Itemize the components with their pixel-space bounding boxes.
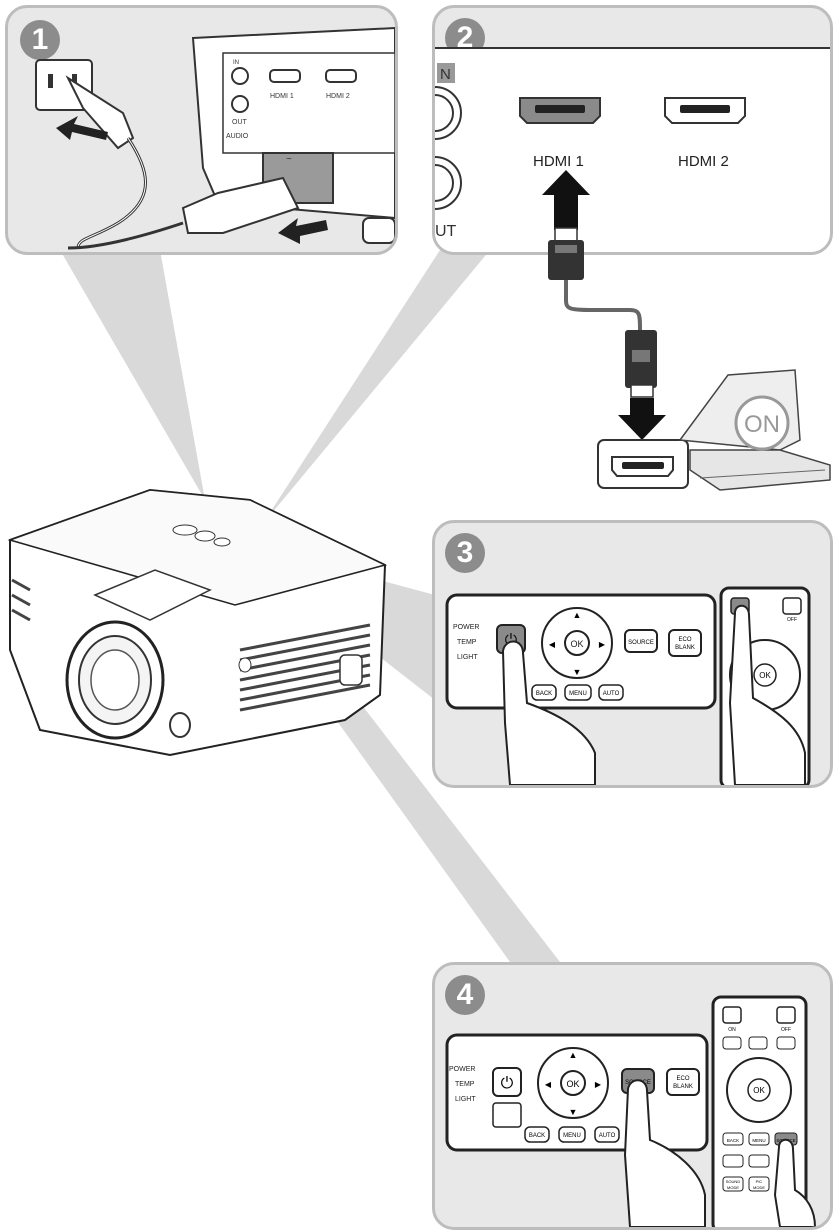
step4-panel: 4 POWER TEMP LIGHT ⏻ OK ▲ ▼ ◀ ▶ SOURCE E… (432, 962, 833, 1230)
hdmi1-port-label: HDMI 1 (533, 153, 584, 170)
source-select-illustration: POWER TEMP LIGHT ⏻ OK ▲ ▼ ◀ ▶ SOURCE ECO… (445, 995, 817, 1227)
menu-label: MENU (569, 691, 587, 697)
power-on-illustration: POWER TEMP LIGHT ⏻ OK ▲ ▼ ◀ ▶ SOURCE ECO… (445, 586, 811, 785)
back-label: BACK (529, 1133, 545, 1139)
power-indicator-label: POWER (449, 1066, 475, 1073)
right-arrow-icon: ▶ (599, 640, 606, 649)
remote-ok-button[interactable] (747, 1078, 771, 1102)
blank-label: BLANK (673, 1084, 693, 1090)
right-arrow-icon: ▶ (595, 1080, 602, 1089)
remote-pic-mode-button[interactable] (748, 1176, 770, 1192)
remote-on-label: ON (728, 1027, 736, 1033)
step3-panel: 3 POWER TEMP LIGHT ⏻ OK ▲ ▼ ◀ ▶ SOURCE E… (432, 520, 833, 788)
remote-volume-button[interactable] (748, 1154, 770, 1168)
back-button[interactable] (531, 684, 557, 701)
power-button[interactable] (492, 1067, 522, 1097)
light-indicator-label: LIGHT (457, 654, 478, 661)
power-cord-connector (181, 176, 300, 234)
left-arrow-icon: ◀ (549, 640, 556, 649)
remote-off-button[interactable] (776, 1006, 796, 1024)
eco-label: ECO (678, 637, 691, 643)
remote-sound-label-1: SOUND (726, 1179, 741, 1184)
finger-pressing-remote (728, 604, 806, 785)
audio-label: AUDIO (226, 133, 249, 140)
remote-on-button[interactable] (722, 1006, 742, 1024)
remote-sound-label-2: MODE (727, 1185, 739, 1190)
down-arrow-icon: ▼ (569, 1107, 578, 1117)
left-arrow-icon: ◀ (545, 1080, 552, 1089)
source-button[interactable] (624, 629, 658, 653)
power-indicator-label: POWER (453, 624, 479, 631)
hdmi1-label: HDMI 1 (270, 93, 294, 100)
temp-indicator-label: TEMP (455, 1081, 475, 1088)
auto-label: AUTO (603, 691, 620, 697)
menu-button[interactable] (564, 684, 592, 701)
in-label: IN (233, 60, 239, 66)
remote-back-label: BACK (727, 1138, 739, 1143)
step1-panel: 1 HDMI 1 HDMI 2 IN OUT AUDIO ~ (5, 5, 398, 255)
eco-blank-button[interactable] (666, 1068, 700, 1096)
arrow-icon (278, 218, 328, 244)
auto-button[interactable] (598, 684, 624, 701)
back-button[interactable] (524, 1126, 550, 1143)
blank-label: BLANK (675, 645, 695, 651)
step3-badge: 3 (445, 533, 485, 573)
temp-indicator-label: TEMP (457, 639, 477, 646)
remote-pic-label-1: PIC (756, 1179, 763, 1184)
hdmi-port-closeup: N UT HDMI 1 HDMI 2 (435, 47, 830, 252)
up-arrow-icon: ▲ (569, 1050, 578, 1060)
finger-pressing-power (501, 640, 596, 785)
eco-label: ECO (676, 1076, 689, 1082)
light-indicator-label: LIGHT (455, 1096, 476, 1103)
ac-symbol: ~ (286, 154, 292, 165)
remote-mute-button[interactable] (722, 1154, 744, 1168)
source-label: SOURCE (628, 640, 654, 646)
remote-menu-button[interactable] (748, 1132, 770, 1146)
remote-menu-label: MENU (752, 1138, 765, 1143)
finger-pressing-remote-source (773, 1138, 817, 1227)
back-label: BACK (536, 691, 552, 697)
auto-button[interactable] (594, 1126, 620, 1143)
remote-ok-button[interactable] (753, 663, 777, 687)
step2-panel: 2 N UT HDMI 1 HDMI 2 (432, 5, 833, 255)
power-plug (65, 75, 135, 150)
hdmi-cable-and-laptop: ON (542, 170, 831, 491)
hdmi2-port-label: HDMI 2 (678, 153, 729, 170)
remote-sound-mode-button[interactable] (722, 1176, 744, 1192)
hdmi2-label: HDMI 2 (326, 93, 350, 100)
auto-label: AUTO (599, 1133, 616, 1139)
finger-pressing-source (623, 1079, 706, 1227)
remote-ok-label: OK (753, 1086, 765, 1095)
remote-off-button[interactable] (782, 597, 802, 615)
beam-step2 (262, 250, 490, 525)
menu-button[interactable] (558, 1126, 586, 1143)
remote-back-button[interactable] (722, 1132, 744, 1146)
remote-off-label: OFF (781, 1027, 791, 1033)
out-label: OUT (232, 119, 248, 126)
step1-badge: 1 (20, 20, 60, 60)
projector (7, 488, 388, 757)
menu-label: MENU (563, 1133, 581, 1139)
remote-ok-label: OK (759, 671, 771, 680)
step4-badge: 4 (445, 975, 485, 1015)
power-icon: ⏻ (501, 1075, 514, 1092)
up-arrow-icon: ▲ (573, 610, 582, 620)
ok-button[interactable] (560, 1070, 586, 1096)
eco-blank-button[interactable] (668, 629, 702, 657)
ok-label: OK (566, 1079, 579, 1089)
ok-label: OK (570, 639, 583, 649)
laptop-on-label: ON (744, 411, 780, 438)
power-on-indicator (734, 395, 790, 451)
beam-step1 (60, 250, 205, 500)
arrow-up-icon (542, 170, 590, 230)
remote-off-label: OFF (787, 617, 797, 623)
arrow-icon (56, 116, 108, 140)
arrow-down-icon (618, 398, 666, 440)
remote-pic-label-2: MODE (753, 1185, 765, 1190)
out-partial-label: UT (435, 223, 457, 240)
down-arrow-icon: ▼ (573, 667, 582, 677)
in-partial-label: N (440, 66, 451, 83)
ok-button[interactable] (564, 630, 590, 656)
power-connection-illustration: HDMI 1 HDMI 2 IN OUT AUDIO ~ (35, 26, 395, 250)
